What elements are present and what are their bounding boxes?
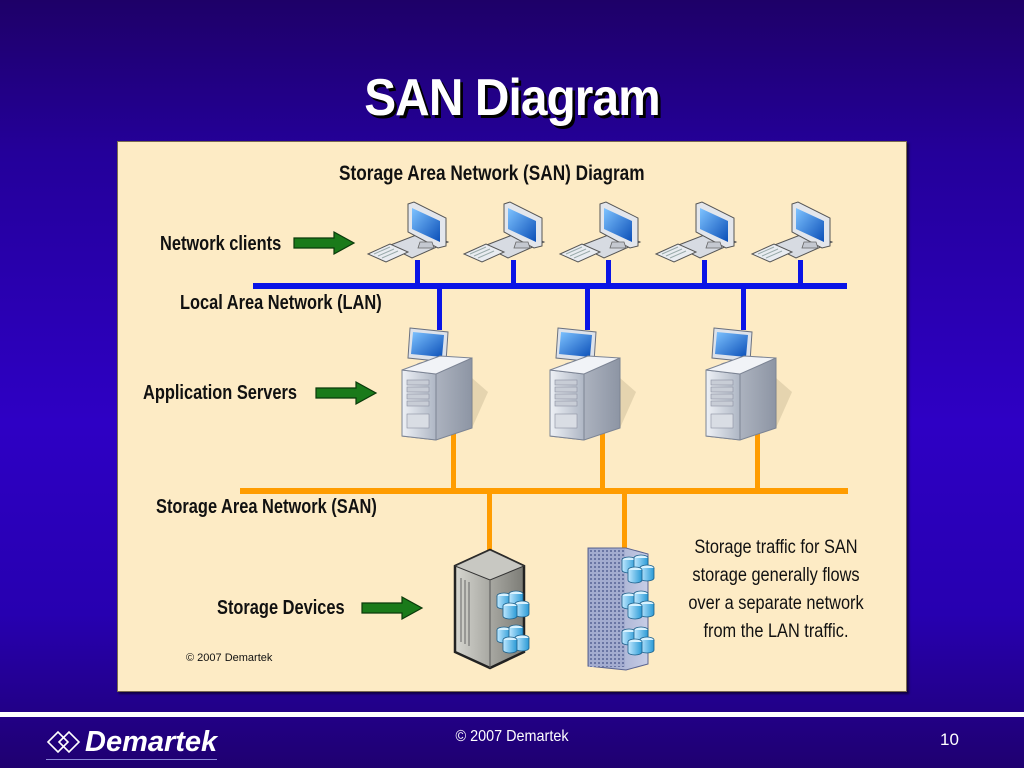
client-workstation-icon <box>751 201 833 263</box>
arrow-application-servers-icon <box>315 381 377 405</box>
diagram-panel: Storage Area Network (SAN) Diagram Netwo… <box>117 141 907 692</box>
san-drop-storage-1 <box>487 491 492 553</box>
label-network-clients: Network clients <box>160 233 282 255</box>
lan-drop-client-1 <box>415 260 420 286</box>
san-drop-server-3 <box>755 424 760 490</box>
footer-copyright: © 2007 Demartek <box>455 728 569 745</box>
slide-title: SAN Diagram <box>364 69 661 127</box>
client-workstation-icon <box>367 201 449 263</box>
label-san: Storage Area Network (SAN) <box>156 496 377 518</box>
lan-drop-server-1 <box>437 286 442 330</box>
lan-drop-client-5 <box>798 260 803 286</box>
lan-drop-server-2 <box>585 286 590 330</box>
san-backbone-line <box>240 488 848 494</box>
san-drop-server-1 <box>451 424 456 490</box>
lan-drop-client-4 <box>702 260 707 286</box>
san-drop-storage-2 <box>622 491 627 549</box>
footer-divider <box>0 712 1024 717</box>
client-workstation-icon <box>655 201 737 263</box>
label-lan: Local Area Network (LAN) <box>180 292 382 314</box>
application-server-icon <box>705 327 793 441</box>
arrow-storage-devices-icon <box>361 596 423 620</box>
note-line: over a separate network <box>688 593 864 614</box>
page-number: 10 <box>940 730 959 749</box>
note-line: Storage traffic for SAN <box>694 537 858 558</box>
client-workstation-icon <box>559 201 641 263</box>
lan-drop-client-3 <box>606 260 611 286</box>
label-storage-devices: Storage Devices <box>217 597 345 619</box>
application-server-icon <box>401 327 489 441</box>
san-diagram <box>240 201 848 671</box>
note-line: storage generally flows <box>692 565 860 586</box>
storage-rack-tower-icon <box>587 547 655 671</box>
san-drop-server-2 <box>600 424 605 490</box>
diamond-logo-icon <box>46 730 81 754</box>
san-bus <box>240 424 848 553</box>
application-server-icon <box>549 327 637 441</box>
demartek-logo: Demartek <box>46 725 218 760</box>
lan-bus <box>253 260 847 330</box>
arrow-network-clients-icon <box>293 231 355 255</box>
diagram-heading: Storage Area Network (SAN) Diagram <box>339 162 645 185</box>
logo-text: Demartek <box>85 725 218 758</box>
san-traffic-note: Storage traffic for SAN storage generall… <box>681 534 870 646</box>
storage-array-cabinet-icon <box>453 548 530 670</box>
client-workstation-icon <box>463 201 545 263</box>
lan-drop-server-3 <box>741 286 746 330</box>
label-application-servers: Application Servers <box>143 382 298 404</box>
diagram-copyright: © 2007 Demartek <box>186 652 273 664</box>
lan-drop-client-2 <box>511 260 516 286</box>
lan-backbone-line <box>253 283 847 289</box>
note-line: from the LAN traffic. <box>703 621 849 642</box>
